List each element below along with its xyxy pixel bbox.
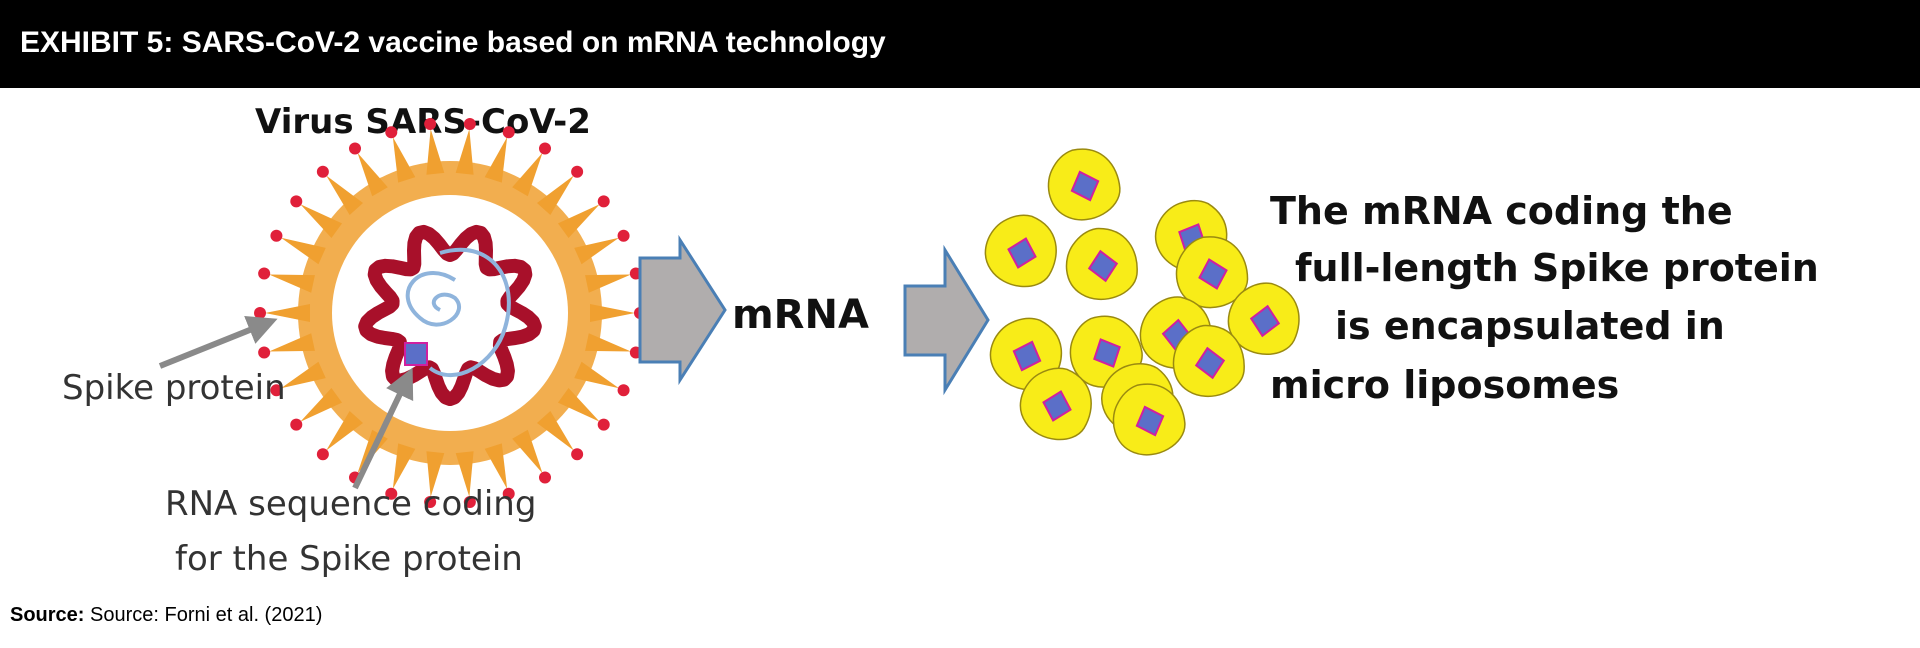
source-note: Source: Source: Forni et al. (2021) (10, 604, 322, 627)
spike-tip-icon (270, 384, 283, 397)
spike-tip-icon (597, 418, 610, 431)
spike-icon (484, 443, 508, 489)
spike-icon (590, 304, 635, 322)
mrna-payload-icon (1135, 405, 1165, 437)
spike-icon (392, 443, 416, 489)
spike-icon (280, 237, 326, 265)
description-line-3: is encapsulated in (1335, 304, 1725, 348)
spike-icon (265, 304, 310, 322)
spike-icon (357, 152, 388, 197)
rna-label-line1: RNA sequence coding (165, 484, 536, 524)
vaccine-diagram: Virus SARS-CoV-2 Spike protein RNA seque… (0, 88, 1920, 598)
liposome-icon (1047, 148, 1121, 221)
spike-icon (557, 388, 600, 422)
mrna-payload-icon (1087, 249, 1119, 283)
spike-pointer-arrow-icon (158, 316, 278, 369)
description-line-1: The mRNA coding the (1270, 189, 1733, 233)
liposome-icon (984, 214, 1057, 288)
spike-icon (455, 129, 474, 175)
spike-tip-icon (385, 487, 398, 500)
mrna-label: mRNA (732, 292, 869, 338)
spike-tip-icon (385, 126, 398, 139)
spike-tip-icon (571, 165, 584, 178)
liposome-icon (1065, 227, 1138, 300)
spike-icon (269, 333, 315, 352)
spike-icon (300, 204, 343, 238)
description-line-4: micro liposomes (1270, 363, 1619, 407)
spike-icon (326, 411, 364, 451)
mrna-payload-icon (1194, 346, 1226, 380)
liposome-icon (1227, 282, 1300, 355)
spike-icon (512, 429, 543, 474)
spike-icon (455, 451, 474, 497)
description-line-2: full-length Spike protein (1295, 246, 1819, 290)
mrna-payload-icon (1007, 237, 1037, 269)
spike-icon (280, 361, 326, 389)
liposome-icon (1175, 236, 1249, 309)
spike-icon (326, 175, 364, 215)
liposome-icon (1172, 324, 1245, 397)
spike-sequence-marker-icon (404, 342, 428, 366)
spike-icon (300, 388, 343, 422)
liposome-cluster (984, 148, 1300, 456)
mrna-payload-icon (1042, 390, 1072, 422)
spike-protein-label: Spike protein (62, 368, 286, 408)
spike-tip-icon (270, 229, 283, 242)
spike-tip-icon (463, 495, 476, 508)
spike-tip-icon (463, 118, 476, 131)
rna-label-line2: for the Spike protein (175, 539, 523, 579)
spike-icon (585, 274, 631, 293)
spike-tip-icon (258, 346, 271, 359)
spike-icon (426, 129, 445, 175)
spike-icon (484, 137, 508, 183)
diagram-canvas: Virus SARS-CoV-2 Spike protein RNA seque… (62, 102, 1819, 579)
virus-illustration (254, 118, 646, 508)
virus-title: Virus SARS-CoV-2 (255, 102, 591, 142)
liposome-icon (1112, 383, 1186, 456)
mrna-payload-icon (1249, 304, 1281, 338)
spike-icon (536, 175, 574, 215)
exhibit-title: EXHIBIT 5: SARS-CoV-2 vaccine based on m… (20, 26, 886, 59)
mrna-payload-icon (1070, 170, 1100, 202)
spike-tip-icon (597, 195, 610, 208)
mrna-payload-icon (1012, 340, 1042, 372)
spike-tip-icon (316, 448, 329, 461)
spike-icon (585, 333, 631, 352)
source-text: Source: Forni et al. (2021) (90, 604, 323, 626)
mrna-payload-icon (1198, 258, 1228, 290)
flow-arrow-icon (638, 234, 727, 386)
rna-genome-icon (358, 224, 542, 406)
header-bar: EXHIBIT 5: SARS-CoV-2 vaccine based on m… (0, 0, 1920, 88)
spike-tip-icon (258, 267, 271, 280)
rna-strand-icon (405, 247, 511, 378)
spike-icon (574, 237, 620, 265)
spike-icon (557, 204, 600, 238)
spike-icon (269, 274, 315, 293)
spike-tip-icon (424, 495, 437, 508)
spike-tip-icon (617, 384, 630, 397)
source-label: Source: (10, 604, 85, 626)
spike-tip-icon (290, 195, 303, 208)
spike-icon (512, 152, 543, 197)
liposome-icon (1019, 367, 1092, 441)
spike-tip-icon (502, 487, 515, 500)
spike-tip-icon (571, 448, 584, 461)
spike-icon (536, 411, 574, 451)
rna-pointer-arrow-icon (352, 367, 414, 490)
flow-arrow-icon (903, 244, 990, 396)
spike-tip-icon (316, 165, 329, 178)
spike-tip-icon (424, 118, 437, 131)
spike-icon (574, 361, 620, 389)
spike-tip-icon (539, 142, 551, 155)
spike-tip-icon (290, 418, 303, 431)
spike-tip-icon (254, 307, 266, 319)
spike-icon (392, 137, 416, 183)
spike-icon (426, 451, 445, 497)
spike-tip-icon (349, 142, 361, 155)
mrna-payload-icon (1093, 338, 1121, 368)
spike-tip-icon (502, 126, 515, 139)
spike-tip-icon (539, 471, 551, 484)
spike-tip-icon (617, 229, 630, 242)
